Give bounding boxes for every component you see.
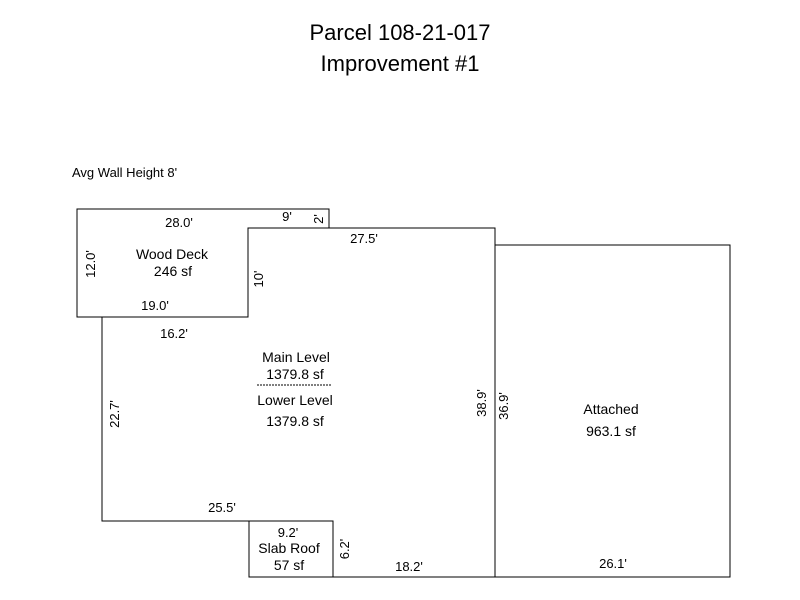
dim-main-bottom-right: 18.2' (395, 559, 423, 574)
wood-deck-outline (76, 208, 330, 318)
dim-main-left-top: 16.2' (160, 326, 188, 341)
dim-attached-left: 36.9' (496, 392, 511, 420)
attached-outline (494, 244, 731, 578)
dim-main-top: 27.5' (350, 231, 378, 246)
dim-main-right: 38.9' (474, 389, 489, 417)
dim-slab-top: 9.2' (278, 525, 299, 540)
main-level-area: 1379.8 sf (266, 366, 324, 382)
dim-deck-left: 12.0' (83, 250, 98, 278)
wood-deck-label: Wood Deck (136, 246, 209, 262)
attached-area: 963.1 sf (586, 423, 636, 439)
dim-deck-top: 28.0' (165, 215, 193, 230)
attached-label: Attached (583, 401, 638, 417)
dim-step-top: 9' (282, 209, 292, 224)
slab-roof-outline (248, 520, 334, 578)
dim-attached-bottom: 26.1' (599, 556, 627, 571)
wood-deck-area: 246 sf (154, 263, 192, 279)
slab-roof-label: Slab Roof (258, 540, 320, 556)
page-subtitle: Improvement #1 (320, 51, 480, 76)
page-title: Parcel 108-21-017 (309, 20, 491, 45)
dim-deck-bottom: 19.0' (141, 298, 169, 313)
lower-level-label: Lower Level (257, 392, 333, 408)
main-level-label: Main Level (262, 349, 330, 365)
dim-main-bottom: 25.5' (208, 500, 236, 515)
avg-wall-height-note: Avg Wall Height 8' (72, 165, 177, 180)
slab-roof-area: 57 sf (274, 557, 304, 573)
dim-main-left: 22.7' (107, 400, 122, 428)
dim-deck-inner: 10' (251, 271, 266, 288)
dim-step-right: 2' (311, 214, 326, 224)
dim-slab-right: 6.2' (337, 539, 352, 560)
lower-level-area: 1379.8 sf (266, 413, 324, 429)
